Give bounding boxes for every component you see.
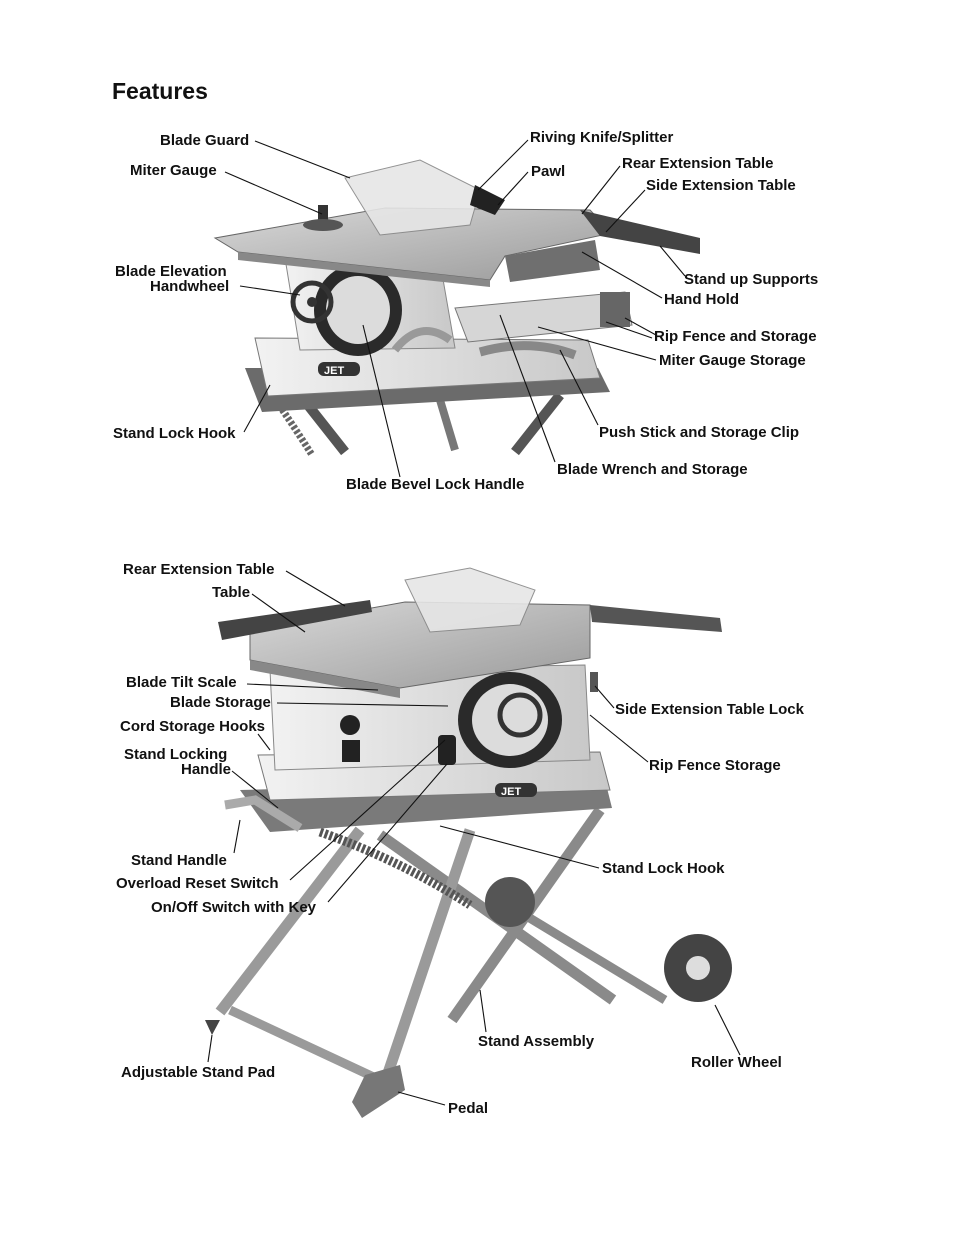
callout-push-stick: Push Stick and Storage Clip	[599, 424, 800, 441]
callout-miter-gauge-storage: Miter Gauge Storage	[659, 352, 806, 369]
callout-stand-locking-handle: Handle	[181, 761, 232, 778]
top-brand-logo: JET	[324, 365, 344, 377]
callout-handwheel: Handwheel	[150, 278, 230, 295]
callout-rip-fence-storage: Rip Fence Storage	[649, 757, 781, 774]
callout-on-off-switch: On/Off Switch with Key	[151, 899, 317, 916]
callout-hand-hold: Hand Hold	[664, 291, 739, 308]
callout-rip-fence-and-storage: Rip Fence and Storage	[654, 328, 817, 345]
bottom-saw-drawing: JET	[205, 567, 732, 1118]
callout-blade-guard: Blade Guard	[160, 132, 250, 149]
callout-adjustable-stand-pad: Adjustable Stand Pad	[121, 1064, 276, 1081]
callout-stand-lock-hook-top: Stand Lock Hook	[113, 425, 236, 442]
bottom-brand-logo: JET	[501, 786, 521, 798]
callout-pedal: Pedal	[448, 1100, 489, 1117]
callout-rear-extension-table-top: Rear Extension Table	[622, 155, 774, 172]
callout-side-extension-table: Side Extension Table	[646, 177, 796, 194]
callout-riving-knife: Riving Knife/Splitter	[530, 129, 674, 146]
top-saw-drawing: JET	[213, 159, 700, 457]
callout-side-extension-table-lock: Side Extension Table Lock	[615, 701, 804, 718]
callout-blade-tilt-scale: Blade Tilt Scale	[126, 674, 237, 691]
callout-stand-up-supports: Stand up Supports	[684, 271, 819, 288]
callout-blade-storage: Blade Storage	[170, 694, 271, 711]
callout-stand-locking: Stand Locking	[124, 746, 228, 763]
callout-stand-assembly: Stand Assembly	[478, 1033, 595, 1050]
callout-stand-lock-hook-bottom: Stand Lock Hook	[602, 860, 725, 877]
callout-stand-handle: Stand Handle	[131, 852, 227, 869]
callout-blade-bevel-lock-handle: Blade Bevel Lock Handle	[346, 476, 525, 493]
callout-cord-storage-hooks: Cord Storage Hooks	[120, 718, 266, 735]
callout-roller-wheel: Roller Wheel	[691, 1054, 782, 1071]
page-title: Features	[112, 78, 208, 104]
callout-overload-reset-switch: Overload Reset Switch	[116, 875, 279, 892]
callout-miter-gauge: Miter Gauge	[130, 162, 217, 179]
callout-blade-wrench: Blade Wrench and Storage	[557, 461, 748, 478]
callout-blade-elevation: Blade Elevation	[115, 263, 227, 280]
callout-table: Table	[212, 584, 251, 601]
bottom-leader-lines	[207, 570, 741, 1106]
callout-rear-extension-table-bottom: Rear Extension Table	[123, 561, 275, 578]
callout-pawl: Pawl	[531, 163, 566, 180]
top-leader-lines	[224, 139, 686, 478]
